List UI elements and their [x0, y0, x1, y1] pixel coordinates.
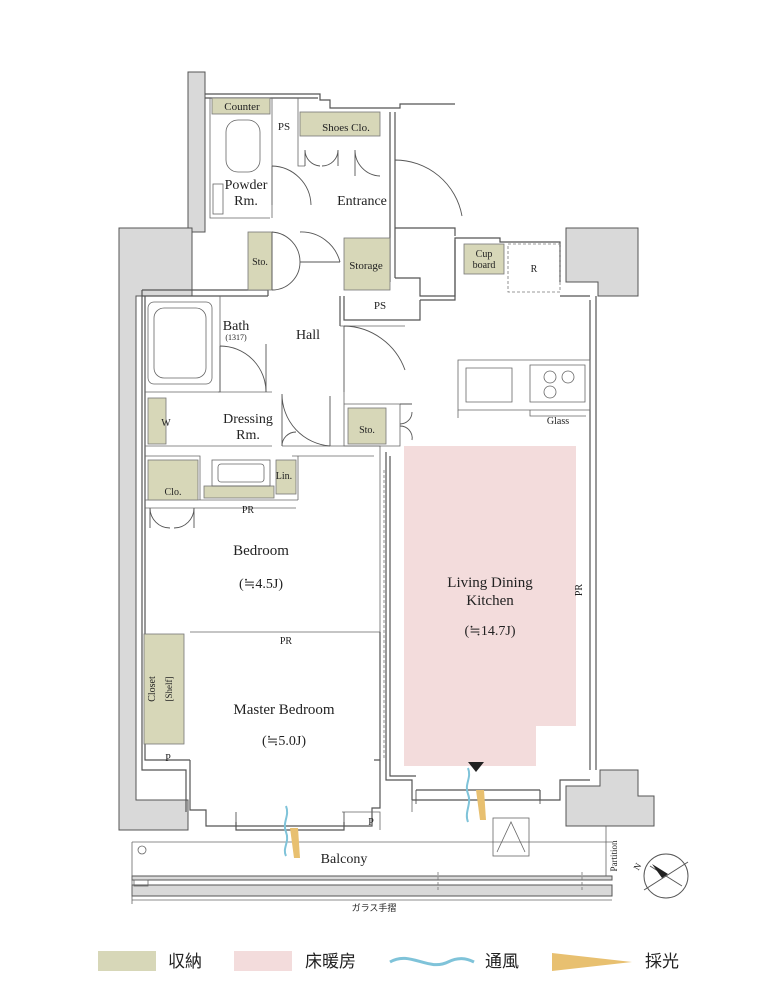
interior-walls	[131, 93, 612, 904]
label-linen: Lin.	[276, 471, 292, 482]
label-pr-master: PR	[280, 636, 293, 647]
compass-icon	[643, 853, 689, 899]
label-counter: Counter	[224, 101, 260, 113]
label-ps-top: PS	[278, 121, 290, 133]
label-shelf: [Shelf]	[164, 677, 174, 702]
storage-areas	[143, 97, 505, 745]
label-storage: Storage	[349, 260, 383, 272]
entrance-marker-icon	[468, 762, 484, 772]
label-ldk-2: Kitchen	[466, 593, 514, 609]
label-bedroom: Bedroom	[233, 543, 289, 559]
doors	[149, 149, 541, 826]
floor-heating-area	[404, 446, 576, 766]
legend-ventilation-label: 通風	[485, 952, 519, 971]
label-refrigerator: R	[531, 264, 538, 275]
legend-ventilation-icon	[389, 956, 475, 967]
label-bath-size: (1317)	[225, 333, 247, 342]
label-powder-room-2: Rm.	[234, 194, 258, 209]
legend-floor-heating-swatch	[234, 951, 292, 971]
label-partition: Partition	[609, 840, 619, 871]
legend-storage-swatch	[98, 951, 156, 971]
label-p-left: P	[165, 753, 171, 764]
label-master-bedroom: Master Bedroom	[233, 702, 335, 718]
label-entrance: Entrance	[337, 194, 387, 209]
label-dressing-2: Rm.	[236, 428, 260, 443]
legend-daylight-label: 採光	[645, 952, 679, 971]
label-north: N	[631, 861, 643, 872]
label-closet: Closet	[147, 676, 158, 702]
label-master-size: (≒5.0J)	[262, 734, 306, 749]
label-storage-small-1: Sto.	[252, 257, 268, 268]
legend-storage-label: 収納	[168, 952, 202, 971]
label-balcony: Balcony	[321, 852, 368, 867]
label-ldk-1: Living Dining	[447, 575, 533, 591]
label-ps-mid: PS	[374, 300, 386, 312]
label-wardrobe: W	[161, 418, 171, 429]
label-closet-small: Clo.	[165, 487, 182, 498]
label-cupboard-2: board	[473, 260, 496, 271]
label-powder-room-1: Powder	[225, 178, 268, 193]
daylight-icons	[290, 790, 486, 858]
label-bedroom-size: (≒4.5J)	[239, 577, 283, 592]
label-p-balcony: P	[368, 817, 374, 828]
label-hall: Hall	[296, 328, 320, 343]
legend-daylight-icon	[552, 953, 632, 971]
label-pr-bedroom: PR	[242, 505, 255, 516]
label-dressing-1: Dressing	[223, 412, 273, 427]
label-glass-railing: ガラス手摺	[352, 902, 397, 913]
label-cupboard-1: Cup	[476, 249, 493, 260]
label-ldk-size: (≒14.7J)	[464, 624, 515, 639]
fixtures	[133, 119, 583, 890]
label-bath: Bath	[223, 319, 249, 334]
legend: 収納 床暖房 通風 採光	[98, 951, 679, 971]
label-storage-small-2: Sto.	[359, 425, 375, 436]
legend-floor-heating-label: 床暖房	[305, 952, 356, 971]
room-labels: Counter PS Shoes Clo. Powder Rm. Entranc…	[147, 101, 644, 913]
label-glass: Glass	[547, 416, 569, 427]
label-shoes-closet: Shoes Clo.	[322, 122, 370, 134]
ventilation-icons	[283, 767, 471, 857]
label-pr-ldk: PR	[574, 584, 585, 597]
